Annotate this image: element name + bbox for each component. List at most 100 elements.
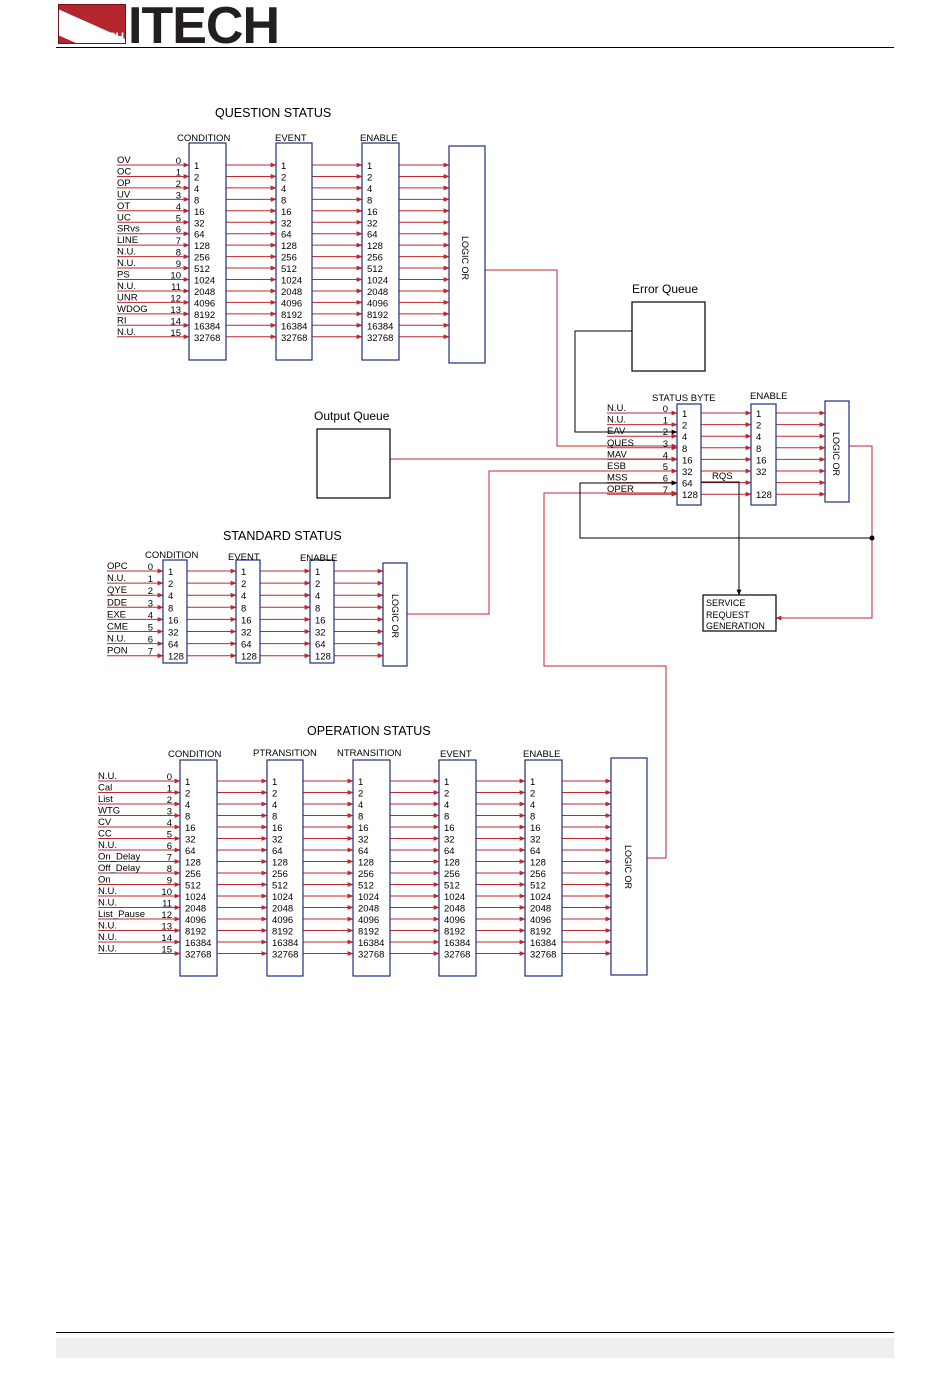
operation-weight-label: 8192	[185, 927, 206, 938]
status-byte-bit-number: 6	[663, 474, 668, 485]
operation-weight-label: 16	[530, 823, 541, 834]
operation-bit-number: 0	[167, 772, 172, 783]
operation-weight-label: 32	[530, 835, 541, 846]
question-logic-or-box	[448, 145, 486, 364]
question-weight-label: 1	[194, 161, 199, 172]
standard-register-1	[235, 559, 261, 664]
operation-weight-label: 4096	[444, 915, 465, 926]
standard-weight-label: 4	[241, 591, 246, 602]
standard-signal-label: PON	[107, 646, 128, 657]
question-weight-label: 1024	[281, 276, 302, 287]
status-byte-bit-number: 3	[663, 439, 668, 450]
operation-weight-label: 64	[272, 846, 283, 857]
operation-register-1	[266, 759, 304, 977]
question-bit-number: 15	[170, 328, 181, 339]
question-condition-label: CONDITION	[177, 133, 230, 144]
question-enable-label: ENABLE	[360, 133, 398, 144]
operation-weight-label: 256	[444, 869, 460, 880]
operation-bit-number: 9	[167, 876, 172, 887]
operation-register-3	[438, 759, 477, 977]
status-byte-bit-number: 5	[663, 462, 668, 473]
status-byte-register-0	[676, 403, 702, 506]
standard-weight-label: 4	[168, 591, 173, 602]
status-byte-weight-label: 16	[682, 455, 693, 466]
status-byte-bit-number: 0	[663, 404, 668, 415]
question-weight-label: 8	[281, 195, 286, 206]
operation-weight-label: 4	[444, 800, 449, 811]
operation-signal-label: Cal	[98, 783, 112, 794]
standard-condition-label: CONDITION	[145, 550, 198, 561]
status-byte-weight-label: 32	[682, 467, 693, 478]
operation-bit-number: 12	[161, 910, 172, 921]
standard-logic-label: LOGIC OR	[390, 594, 400, 639]
status-byte-register-1	[750, 403, 777, 506]
footer-rule	[56, 1332, 894, 1333]
status-byte-bit-number: 1	[663, 416, 668, 427]
operation-weight-label: 16	[444, 823, 455, 834]
junction-dot	[869, 535, 875, 541]
standard-bit-number: 5	[148, 623, 153, 634]
error-queue-stack	[631, 301, 706, 372]
status-byte-weight-label: 2	[682, 421, 687, 432]
operation-bit-number: 15	[161, 945, 172, 956]
standard-weight-label: 1	[241, 567, 246, 578]
question-weight-label: 128	[194, 241, 210, 252]
standard-signal-label: OPC	[107, 561, 128, 572]
question-bit-number: 2	[176, 179, 181, 190]
operation-weight-label: 32	[358, 835, 369, 846]
status-byte-enable-label: ENABLE	[750, 391, 788, 402]
operation-signal-label: CV	[98, 817, 112, 828]
operation-weight-label: 16	[185, 823, 196, 834]
status-logic-to-srq-line	[775, 445, 873, 621]
operation-bit-number: 7	[167, 853, 172, 864]
question-weight-label: 64	[194, 230, 205, 241]
operation-weight-label: 16	[358, 823, 369, 834]
question-weight-label: 8192	[194, 310, 215, 321]
question-weight-label: 32768	[367, 333, 393, 344]
status-byte-weight-label: 4	[756, 432, 761, 443]
service-request-line-3: GENERATION	[706, 621, 765, 631]
question-weight-label: 4096	[367, 298, 388, 309]
operation-weight-label: 256	[185, 869, 201, 880]
question-weight-label: 512	[367, 264, 383, 275]
question-weight-label: 256	[281, 253, 297, 264]
status-byte-signal-label: ESB	[607, 461, 626, 472]
operation-register-4	[524, 759, 563, 977]
question-bit-number: 8	[176, 248, 181, 259]
question-weight-label: 512	[194, 264, 210, 275]
operation-weight-label: 1024	[272, 892, 293, 903]
standard-register-2	[309, 559, 335, 664]
operation-signal-label: Off_Delay	[98, 863, 140, 874]
operation-weight-label: 4096	[530, 915, 551, 926]
operation-signal-label: N.U.	[98, 944, 117, 955]
operation-bit-number: 1	[167, 784, 172, 795]
operation-weight-label: 512	[358, 881, 374, 892]
operation-weight-label: 4	[185, 800, 190, 811]
question-bit-number: 1	[176, 167, 181, 178]
operation-weight-label: 128	[272, 858, 288, 869]
service-request-box	[702, 594, 777, 632]
operation-weight-label: 4096	[358, 915, 379, 926]
standard-event-label: EVENT	[228, 552, 260, 563]
question-signal-label: N.U.	[117, 258, 136, 269]
operation-signal-label: N.U.	[98, 886, 117, 897]
question-signal-label: UC	[117, 212, 131, 223]
standard-enable-label: ENABLE	[300, 553, 338, 564]
operation-weight-label: 32768	[272, 950, 298, 961]
standard-bit-number: 6	[148, 635, 153, 646]
question-weight-label: 32	[367, 218, 378, 229]
question-signal-label: OP	[117, 178, 131, 189]
question-weight-label: 8192	[367, 310, 388, 321]
operation-bit-number: 5	[167, 830, 172, 841]
rqs-to-srq-line	[701, 481, 742, 596]
mss-feedback-line	[579, 480, 872, 539]
operation-weight-label: 32768	[530, 950, 556, 961]
operation-weight-label: 16384	[358, 938, 384, 949]
operation-weight-label: 64	[530, 846, 541, 857]
question-weight-label: 4096	[281, 298, 302, 309]
standard-weight-label: 128	[315, 652, 331, 663]
question-register-2	[361, 142, 400, 361]
operation-weight-label: 1	[358, 777, 363, 788]
operation-weight-label: 2	[444, 789, 449, 800]
output-queue-title: Output Queue	[314, 409, 390, 423]
